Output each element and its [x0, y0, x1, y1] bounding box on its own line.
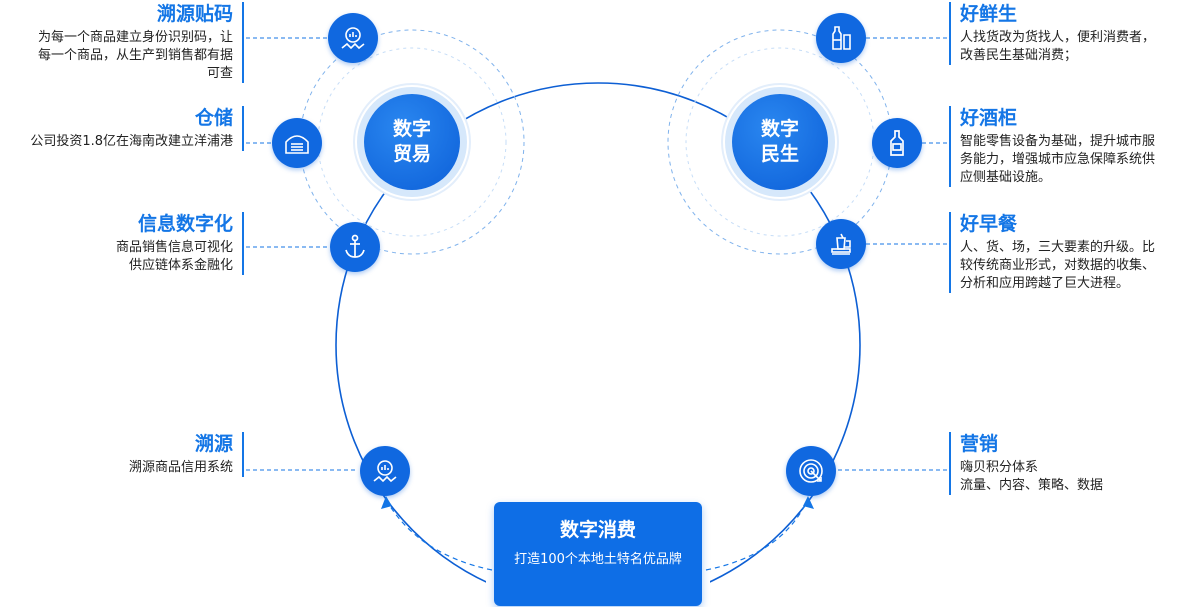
item-trace-label: 溯源贴码 为每一个商品建立身份识别码，让 每一个商品，从生产到销售都有据 可查 — [38, 2, 244, 83]
item-fresh: 好鲜生 人找货改为货找人，便利消费者， 改善民生基础消费； — [949, 2, 1155, 65]
box-subtitle: 打造100个本地土特名优品牌 — [514, 552, 682, 567]
anchor-icon — [330, 222, 380, 272]
hub-digital-trade: 数字贸易 — [364, 94, 460, 190]
item-marketing: 营销 嗨贝积分体系 流量、内容、策略、数据 — [949, 432, 1103, 495]
item-wine-cabinet: 好酒柜 智能零售设备为基础，提升城市服 务能力，增强城市应急保障系统供 应侧基础… — [949, 106, 1155, 187]
item-breakfast: 好早餐 人、货、场，三大要素的升级。比 较传统商业形式，对数据的收集、 分析和应… — [949, 212, 1155, 293]
warehouse-icon — [272, 118, 322, 168]
digital-consumption-box: 数字消费 打造100个本地土特名优品牌 — [494, 502, 702, 606]
trace-code-icon — [328, 13, 378, 63]
item-traceability: 溯源 溯源商品信用系统 — [129, 432, 244, 477]
item-info-digital: 信息数字化 商品销售信息可视化 供应链体系金融化 — [116, 212, 244, 275]
bottles-icon — [816, 13, 866, 63]
box-title: 数字消费 — [559, 519, 636, 541]
item-warehouse: 仓储 公司投资1.8亿在海南改建立洋浦港 — [30, 106, 244, 151]
trace-code-icon-bottom — [360, 446, 410, 496]
breakfast-icon — [816, 219, 866, 269]
target-icon — [786, 446, 836, 496]
hub-digital-livelihood: 数字民生 — [732, 94, 828, 190]
wine-bottle-icon — [872, 118, 922, 168]
